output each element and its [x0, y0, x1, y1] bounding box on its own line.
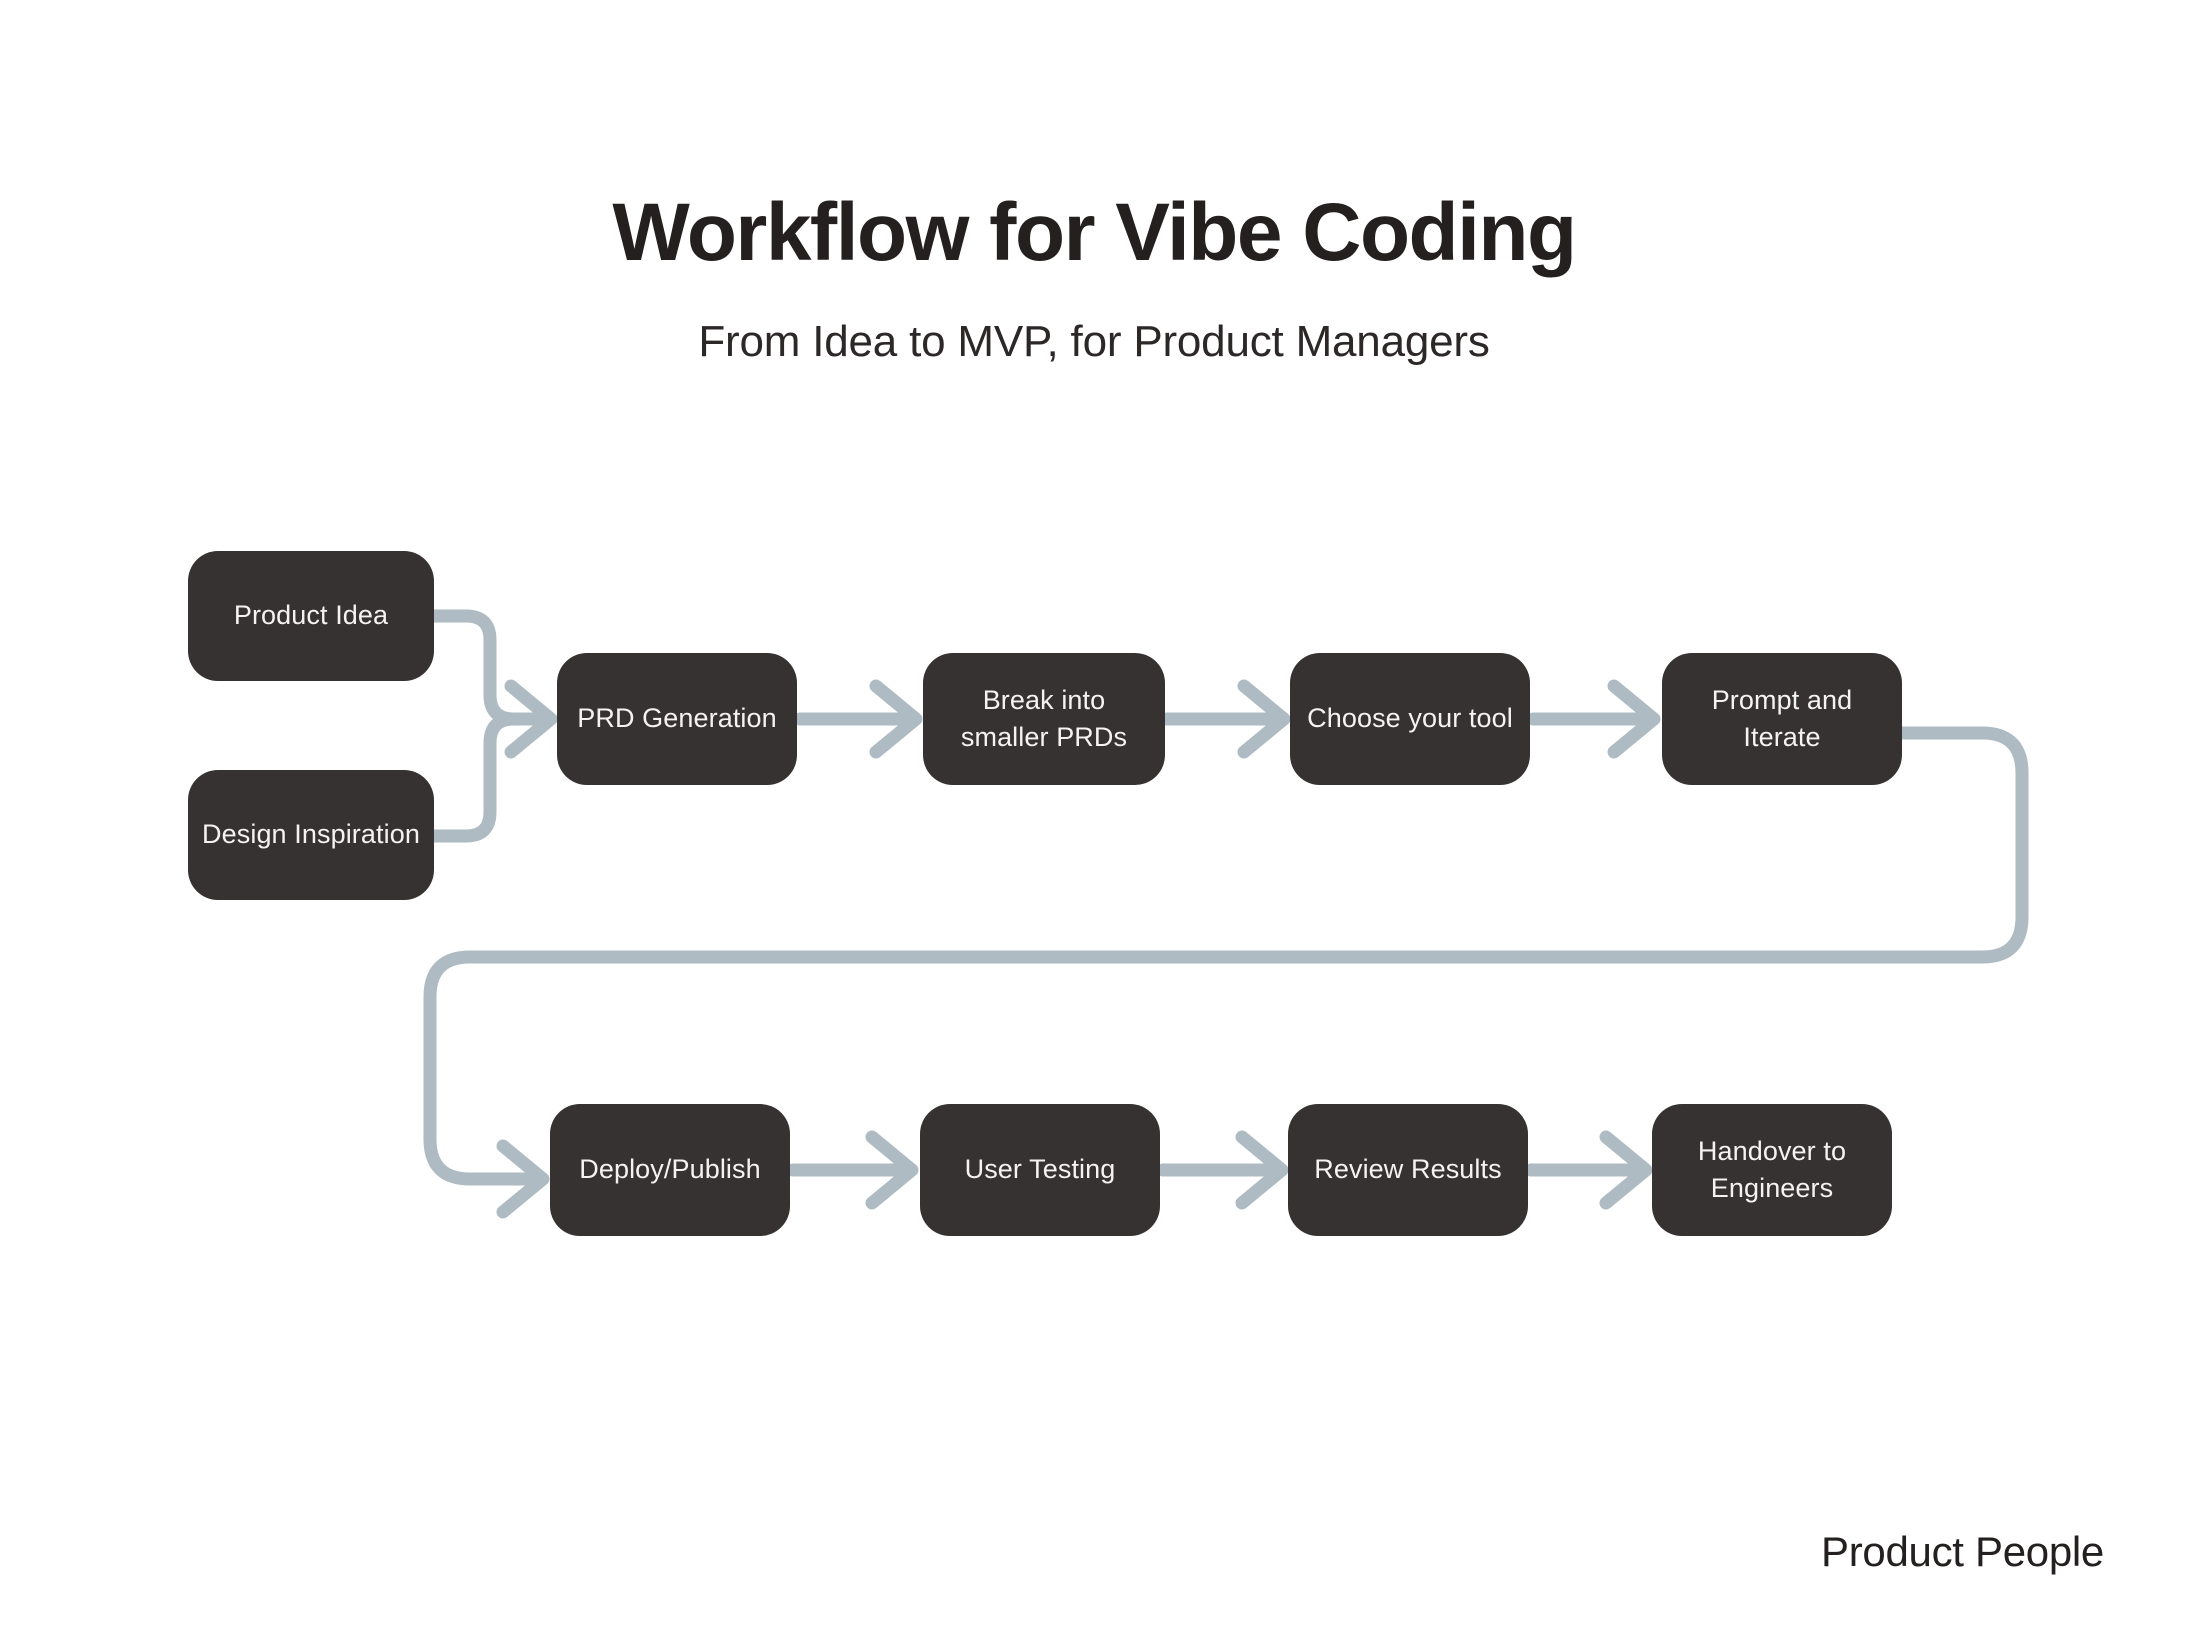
node-product-idea[interactable]: Product Idea — [188, 551, 434, 681]
node-review-results[interactable]: Review Results — [1288, 1104, 1528, 1236]
node-label: Deploy/Publish — [579, 1154, 761, 1185]
node-label: Break into smaller PRDs — [960, 684, 1128, 752]
arrowhead-prd-generation — [504, 679, 558, 759]
node-label: Prompt and Iterate — [1711, 684, 1853, 752]
edge-design-inspiration-to-prd — [427, 712, 552, 843]
page-title: Workflow for Vibe Coding — [612, 187, 1577, 278]
page-subtitle: From Idea to MVP, for Product Managers — [698, 317, 1490, 367]
node-label: Choose your tool — [1307, 703, 1513, 734]
arrowhead-choose-your-tool — [1237, 679, 1291, 759]
node-user-testing[interactable]: User Testing — [920, 1104, 1160, 1236]
arrowhead-handover-to-engineers — [1599, 1130, 1653, 1210]
node-label: PRD Generation — [577, 703, 777, 734]
node-design-inspiration[interactable]: Design Inspiration — [188, 770, 434, 900]
node-label: User Testing — [964, 1154, 1116, 1185]
arrowhead-prompt-and-iterate — [1607, 679, 1661, 759]
arrowhead-break-into-smaller-prds — [869, 679, 923, 759]
arrowhead-review-results — [1235, 1130, 1289, 1210]
node-deploy-publish[interactable]: Deploy/Publish — [550, 1104, 790, 1236]
edge-product-idea-to-prd — [427, 609, 552, 726]
node-choose-your-tool[interactable]: Choose your tool — [1290, 653, 1530, 785]
node-label: Handover to Engineers — [1697, 1135, 1847, 1203]
node-label: Product Idea — [233, 600, 389, 631]
node-prd-generation[interactable]: PRD Generation — [557, 653, 797, 785]
brand-footer: Product People — [1821, 1528, 2104, 1575]
node-break-into-smaller-prds[interactable]: Break into smaller PRDs — [923, 653, 1165, 785]
arrowhead-deploy-publish — [496, 1139, 550, 1219]
arrowhead-user-testing — [865, 1130, 919, 1210]
node-label: Review Results — [1314, 1154, 1502, 1185]
node-prompt-and-iterate[interactable]: Prompt and Iterate — [1662, 653, 1902, 785]
header-block: Workflow for Vibe Coding From Idea to MV… — [0, 187, 2188, 369]
node-handover-to-engineers[interactable]: Handover to Engineers — [1652, 1104, 1892, 1236]
node-label: Design Inspiration — [202, 819, 420, 850]
